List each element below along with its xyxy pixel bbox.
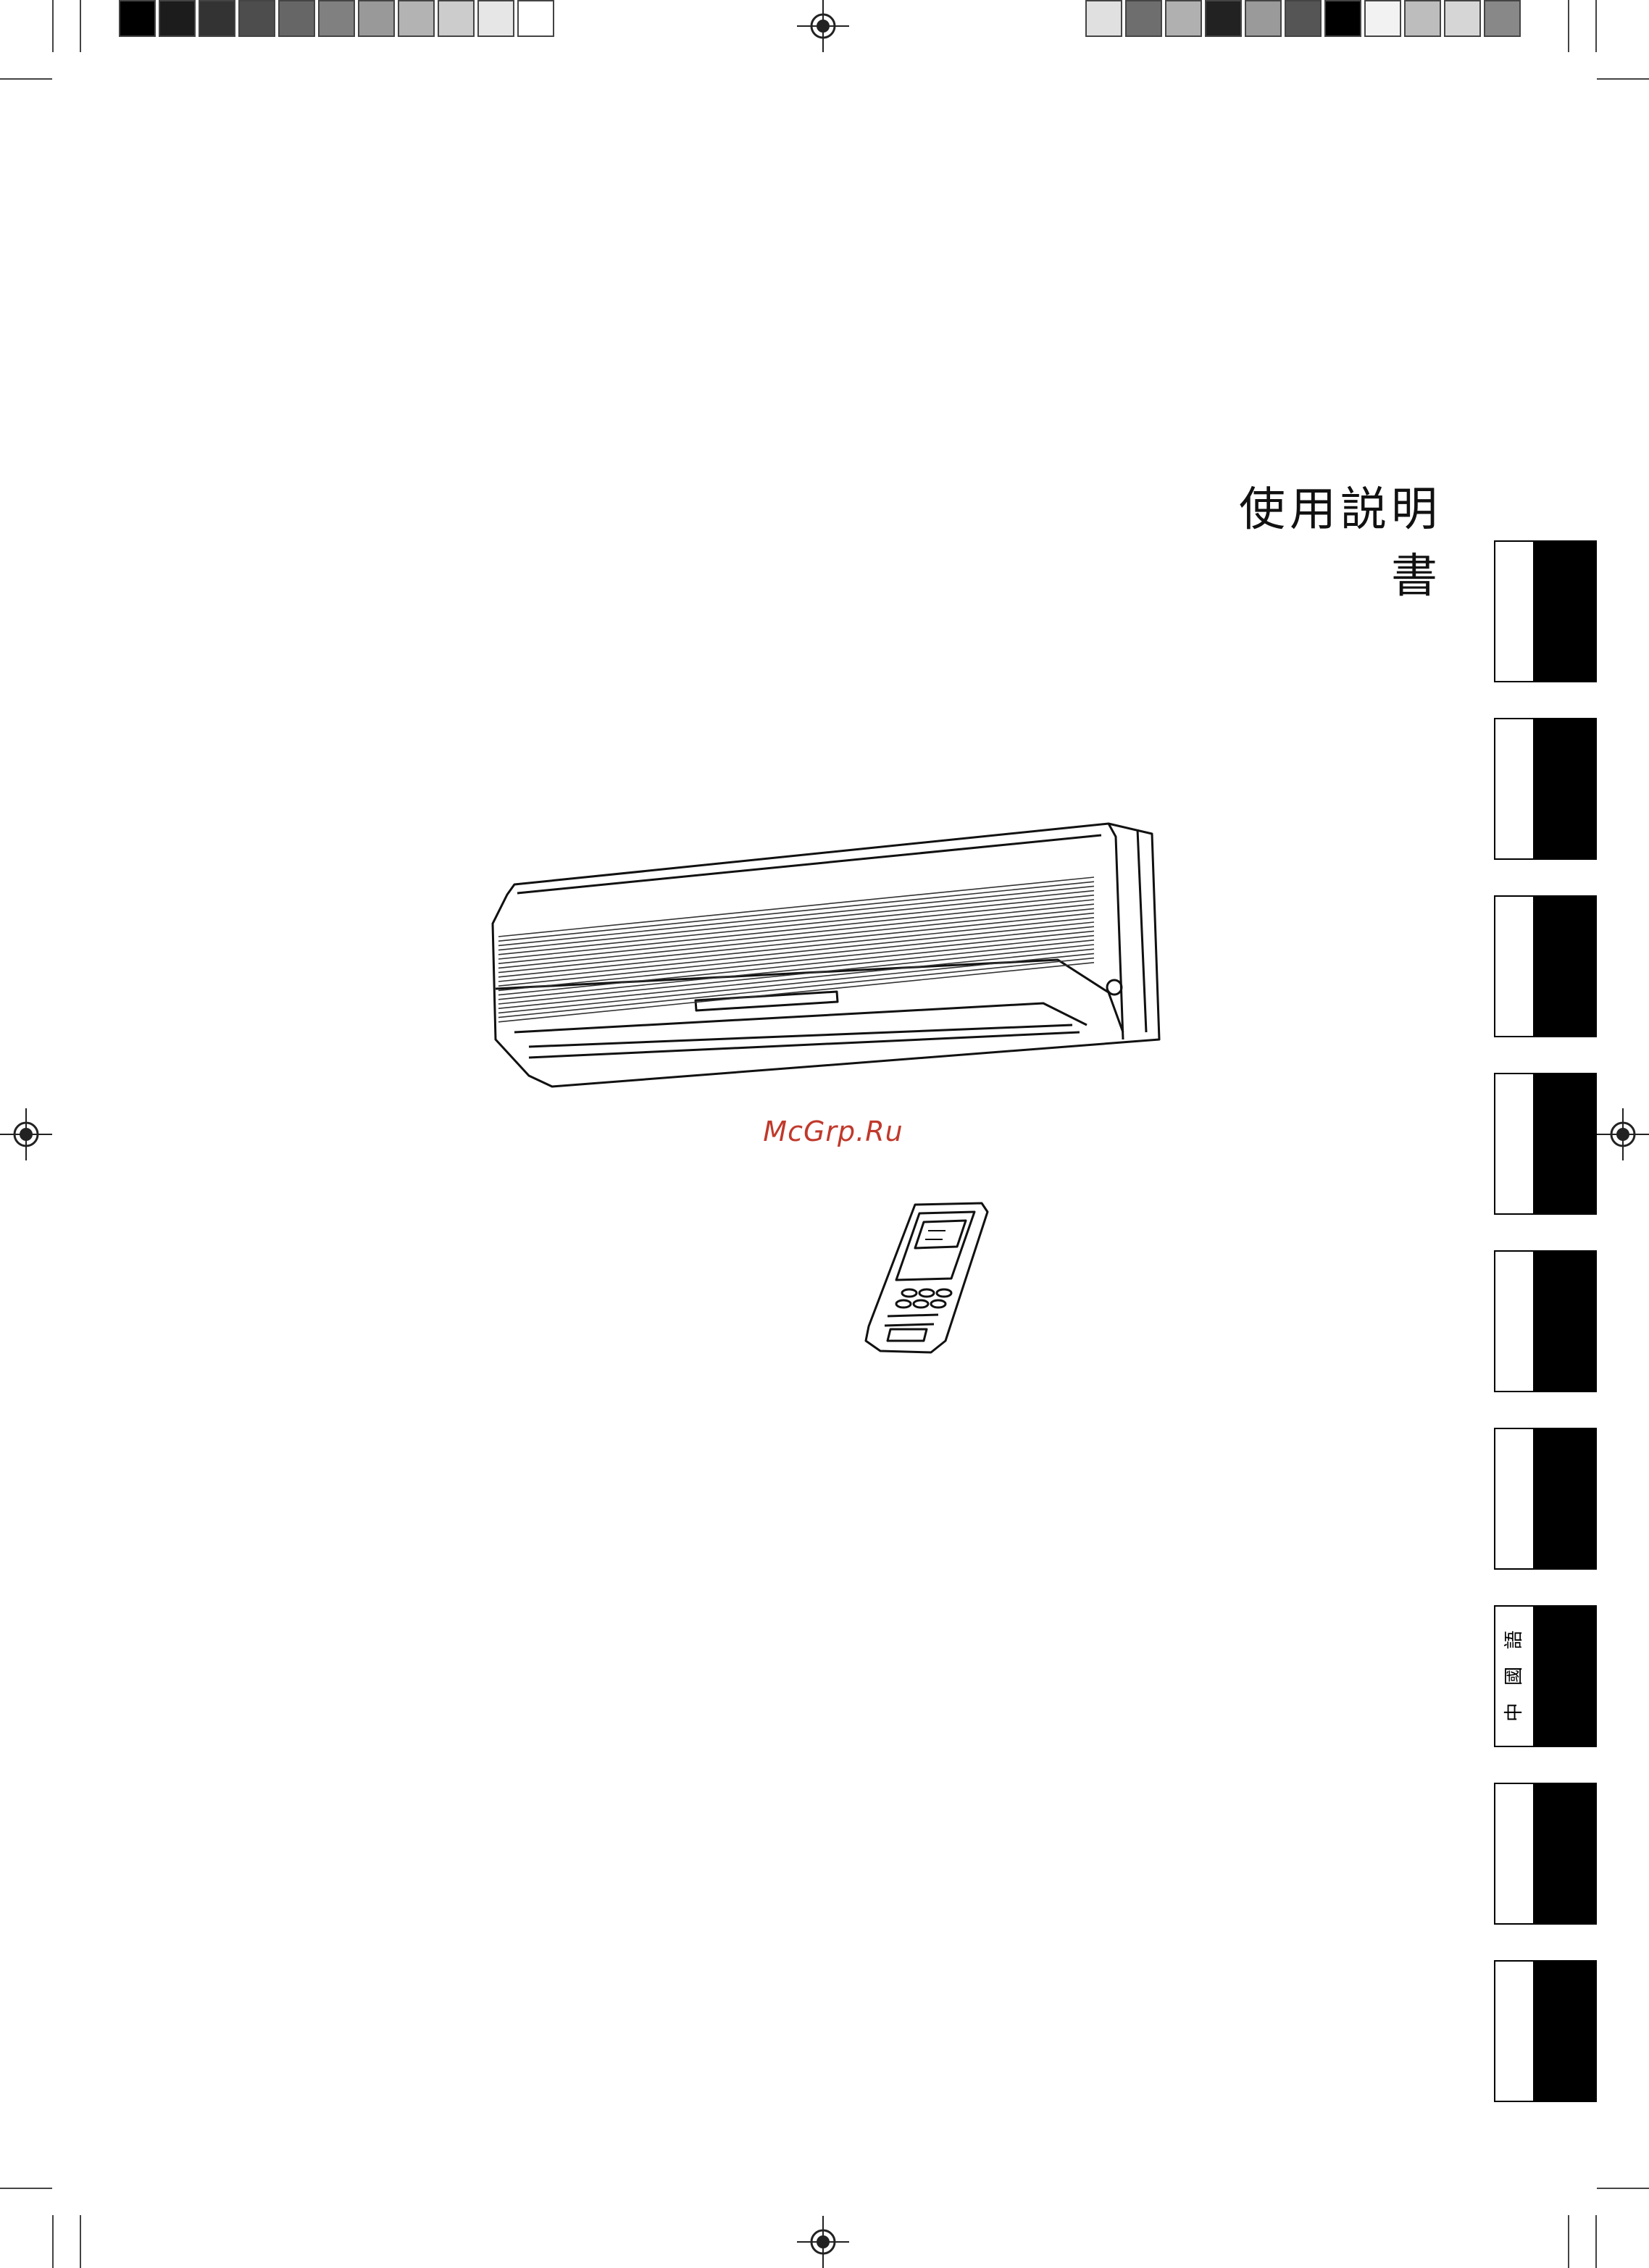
color-swatch — [1085, 0, 1122, 37]
color-swatch — [159, 0, 196, 37]
tab-black-band — [1533, 1429, 1595, 1568]
color-swatch — [517, 0, 554, 37]
color-swatch — [199, 0, 235, 37]
tab-black-band — [1533, 1252, 1595, 1391]
language-tab[interactable] — [1494, 718, 1597, 860]
language-tab[interactable] — [1494, 1783, 1597, 1925]
color-calibration-strip-right — [1085, 0, 1524, 41]
air-conditioner-indoor-unit-illustration — [485, 815, 1166, 1097]
document-title: 使用説明書 — [1195, 472, 1442, 606]
registration-mark-right — [1597, 1108, 1649, 1160]
color-swatch — [1364, 0, 1401, 37]
color-swatch — [1245, 0, 1282, 37]
watermark-text: McGrp.Ru — [753, 1116, 913, 1147]
language-tab-char: 中 — [1503, 1703, 1527, 1722]
color-swatch — [1285, 0, 1322, 37]
tab-black-band — [1533, 1784, 1595, 1923]
color-swatch — [238, 0, 275, 37]
language-tab-char: 語 — [1503, 1631, 1527, 1649]
registration-mark-left — [0, 1108, 52, 1160]
color-swatch — [1205, 0, 1242, 37]
tab-black-band — [1533, 1607, 1595, 1746]
color-swatch — [1125, 0, 1162, 37]
language-tab[interactable] — [1494, 1073, 1597, 1215]
color-swatch — [119, 0, 156, 37]
color-swatch — [1324, 0, 1361, 37]
tab-black-band — [1533, 719, 1595, 858]
tab-black-band — [1533, 1962, 1595, 2101]
color-swatch — [1444, 0, 1481, 37]
color-swatch — [477, 0, 514, 37]
registration-mark-bottom — [797, 2216, 849, 2268]
language-tab-label: 語國中 — [1503, 1621, 1527, 1731]
language-tab[interactable] — [1494, 1428, 1597, 1570]
registration-mark-top — [797, 0, 849, 52]
color-swatch — [1404, 0, 1441, 37]
language-tab-char: 國 — [1503, 1667, 1527, 1686]
tab-black-band — [1533, 897, 1595, 1036]
language-tab[interactable] — [1494, 895, 1597, 1037]
language-tab[interactable] — [1494, 1960, 1597, 2102]
language-tab[interactable]: 語國中 — [1494, 1605, 1597, 1747]
tab-black-band — [1533, 542, 1595, 681]
color-swatch — [358, 0, 395, 37]
color-swatch — [278, 0, 315, 37]
color-calibration-strip-left — [119, 0, 557, 41]
remote-controller-illustration — [859, 1199, 996, 1358]
color-swatch — [398, 0, 435, 37]
tab-black-band — [1533, 1074, 1595, 1213]
language-tab[interactable] — [1494, 540, 1597, 682]
color-swatch — [1484, 0, 1521, 37]
language-tab[interactable] — [1494, 1250, 1597, 1392]
color-swatch — [318, 0, 355, 37]
color-swatch — [1165, 0, 1202, 37]
color-swatch — [438, 0, 475, 37]
